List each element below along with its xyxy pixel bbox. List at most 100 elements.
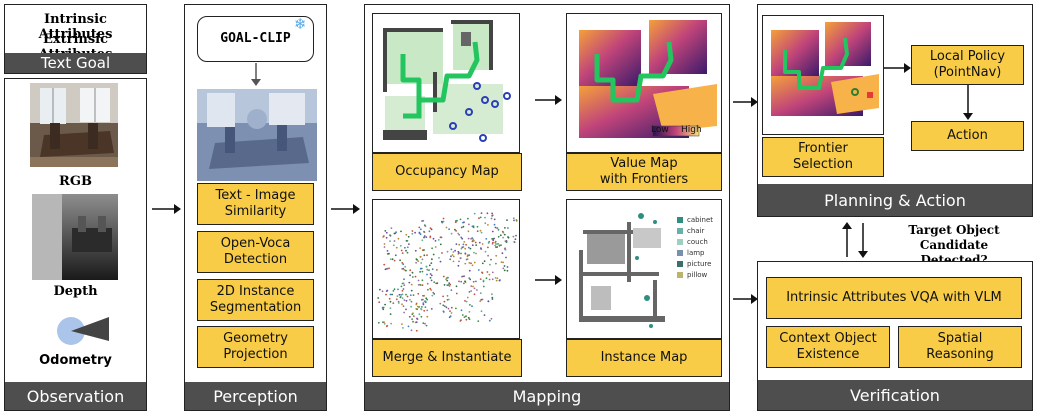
point-cloud-dot: [495, 279, 498, 282]
point-cloud-dot: [431, 247, 433, 250]
point-cloud-dot: [507, 227, 509, 229]
point-cloud-dot: [488, 319, 491, 322]
point-cloud-dot: [442, 311, 445, 313]
context-object-box: Context Object Existence: [766, 326, 890, 368]
point-cloud-dot: [468, 311, 471, 313]
point-cloud-dot: [454, 249, 456, 252]
point-cloud-dot: [385, 293, 387, 296]
point-cloud-dot: [398, 293, 401, 296]
point-cloud-dot: [480, 231, 483, 234]
point-cloud-dot: [377, 321, 380, 324]
point-cloud-dot: [425, 236, 428, 238]
point-cloud-dot: [493, 218, 496, 221]
point-cloud-dot: [450, 312, 453, 314]
point-cloud-dot: [485, 277, 488, 280]
point-cloud-dot: [392, 302, 395, 304]
action-box: Action: [911, 121, 1024, 151]
instance-map-label: Instance Map: [566, 339, 722, 377]
point-cloud-dot: [468, 291, 471, 293]
point-cloud-dot: [416, 305, 419, 308]
point-cloud-dot: [415, 321, 418, 324]
point-cloud-dot: [482, 279, 485, 282]
point-cloud-dot: [498, 244, 501, 247]
point-cloud-dot: [424, 322, 426, 325]
point-cloud-dot: [393, 240, 396, 242]
point-cloud-dot: [488, 273, 491, 276]
point-cloud-dot: [423, 235, 426, 237]
point-cloud-dot: [500, 261, 503, 263]
point-cloud-dot: [443, 284, 446, 286]
point-cloud-dot: [473, 239, 475, 242]
instance-map-svg: [567, 200, 721, 338]
point-cloud-dot: [397, 237, 400, 240]
instance-map-label-text: Instance Map: [600, 350, 688, 365]
point-cloud-dot: [407, 235, 410, 238]
depth-label: Depth: [53, 284, 98, 299]
point-cloud-dot: [423, 249, 425, 251]
point-cloud-dot: [408, 315, 411, 318]
point-cloud-dot: [458, 260, 460, 263]
value-high-label: High: [681, 125, 702, 135]
point-cloud-dot: [423, 309, 426, 312]
arrow-clip-to-image: [251, 63, 261, 86]
point-cloud-dot: [401, 303, 403, 306]
point-cloud-dot: [389, 313, 392, 315]
point-cloud-dot: [406, 246, 409, 249]
point-cloud-dot: [466, 254, 469, 257]
similarity-image: [197, 89, 317, 181]
point-cloud-dot: [487, 246, 489, 249]
point-cloud-dot: [402, 305, 405, 308]
point-cloud-dot: [419, 255, 422, 258]
point-cloud-dot: [429, 287, 432, 290]
arrow-policy-to-action: [963, 85, 973, 120]
planning-panel: Frontier Selection Local Policy (PointNa…: [757, 4, 1033, 217]
point-cloud-dot: [420, 267, 423, 270]
point-cloud-dot: [389, 300, 392, 303]
point-cloud-dot: [421, 258, 424, 261]
depth-image: [32, 194, 118, 280]
point-cloud-dot: [446, 279, 449, 282]
arrow-mapping-to-verification: [733, 294, 758, 304]
point-cloud-dot: [410, 300, 413, 303]
point-cloud-dot: [407, 325, 410, 328]
point-cloud-dot: [416, 258, 418, 261]
point-cloud-dot: [491, 278, 494, 281]
point-cloud-dot: [401, 252, 404, 254]
point-cloud-dot: [463, 316, 466, 318]
point-cloud-dot: [402, 327, 404, 329]
point-cloud-dot: [512, 235, 515, 238]
point-cloud-dot: [445, 278, 447, 281]
point-cloud-dot: [460, 319, 462, 321]
point-cloud-dot: [418, 305, 421, 308]
rgb-label: RGB: [59, 174, 92, 189]
text-goal-panel: Intrinsic Attributes Extrinsic Attribute…: [4, 4, 147, 74]
point-cloud-dot: [408, 281, 411, 284]
point-cloud-dot: [478, 241, 481, 244]
arrow-obs-to-perception: [152, 204, 181, 214]
point-cloud-dot: [484, 222, 487, 225]
point-cloud-dot: [468, 262, 471, 264]
point-cloud-dot: [460, 236, 463, 239]
point-cloud-dot: [487, 224, 489, 226]
point-cloud-dot: [468, 277, 471, 279]
bidirectional-arrows: [842, 222, 868, 258]
point-cloud-dot: [452, 255, 455, 258]
point-cloud-dot: [455, 307, 457, 310]
point-cloud-dot: [462, 225, 465, 228]
point-cloud-dot: [471, 244, 474, 247]
occupancy-map-image: [372, 13, 520, 153]
point-cloud-dot: [403, 269, 406, 271]
point-cloud-dot: [501, 230, 504, 233]
point-cloud-dot: [486, 271, 489, 273]
point-cloud-dot: [433, 293, 436, 295]
point-cloud-dot: [428, 264, 431, 267]
perception-item-segmentation-label: 2D Instance Segmentation: [209, 284, 302, 315]
point-cloud-dot: [418, 232, 421, 234]
point-cloud-dot: [404, 246, 406, 249]
legend-item-couch: couch: [677, 236, 713, 247]
point-cloud-dot: [491, 215, 493, 217]
point-cloud-dot: [475, 280, 477, 283]
point-cloud-dot: [460, 252, 462, 255]
point-cloud-dot: [490, 258, 492, 261]
legend-item-chair: chair: [677, 225, 713, 236]
